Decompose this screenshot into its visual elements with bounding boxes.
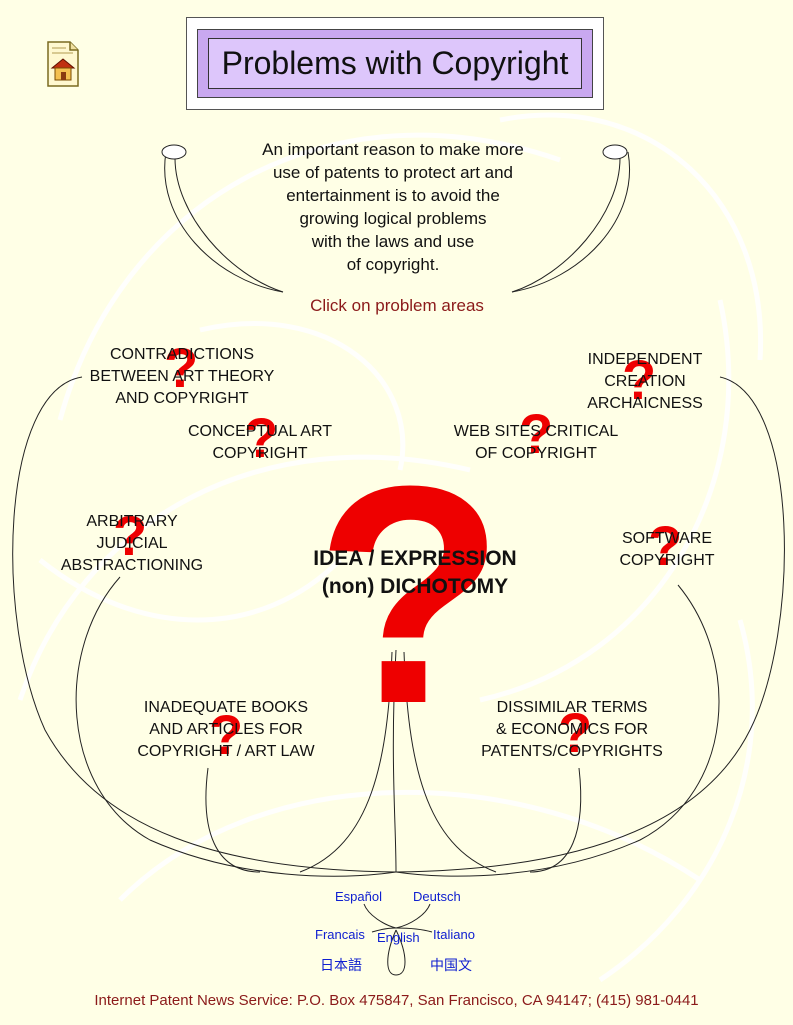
intro-line: use of patents to protect art and [236, 161, 550, 184]
topic-line: JUDICIAL [54, 533, 210, 555]
topic-line: COPYRIGHT [176, 443, 344, 465]
title-inner-border: Problems with Copyright [197, 29, 593, 98]
language-german-link[interactable]: Deutsch [413, 889, 461, 904]
topic-websites-link[interactable]: WEB SITES CRITICAL OF COPYRIGHT [448, 421, 624, 465]
topic-conceptual-link[interactable]: CONCEPTUAL ART COPYRIGHT [176, 421, 344, 465]
intro-line: entertainment is to avoid the [236, 184, 550, 207]
central-topic-link[interactable]: IDEA / EXPRESSION (non) DICHOTOMY [290, 545, 540, 601]
click-hint: Click on problem areas [286, 296, 508, 316]
topic-software-link[interactable]: SOFTWARE COPYRIGHT [612, 528, 722, 572]
central-topic-line2: (non) DICHOTOMY [290, 573, 540, 601]
intro-line: growing logical problems [236, 207, 550, 230]
topic-line: SOFTWARE [612, 528, 722, 550]
topic-line: COPYRIGHT [612, 550, 722, 572]
title-frame: Problems with Copyright [186, 17, 604, 110]
topic-line: CREATION [582, 371, 708, 393]
topic-line: OF COPYRIGHT [448, 443, 624, 465]
intro-text: An important reason to make more use of … [236, 138, 550, 276]
topic-contradictions-link[interactable]: CONTRADICTIONS BETWEEN ART THEORY AND CO… [82, 344, 282, 410]
home-document-icon[interactable] [46, 40, 80, 88]
topic-line: CONTRADICTIONS [82, 344, 282, 366]
topic-independent-link[interactable]: INDEPENDENT CREATION ARCHAICNESS [582, 349, 708, 415]
topic-line: PATENTS/COPYRIGHTS [472, 741, 672, 763]
topic-line: WEB SITES CRITICAL [448, 421, 624, 443]
language-spanish-link[interactable]: Español [335, 889, 382, 904]
intro-line: An important reason to make more [236, 138, 550, 161]
language-italian-link[interactable]: Italiano [433, 927, 475, 942]
topic-line: ARBITRARY [54, 511, 210, 533]
topic-line: INDEPENDENT [582, 349, 708, 371]
topic-line: AND COPYRIGHT [82, 388, 282, 410]
language-french-link[interactable]: Francais [315, 927, 365, 942]
intro-line: with the laws and use [236, 230, 550, 253]
footer-address: Internet Patent News Service: P.O. Box 4… [0, 992, 793, 1009]
topic-dissimilar-link[interactable]: DISSIMILAR TERMS & ECONOMICS FOR PATENTS… [472, 697, 672, 763]
topic-line: DISSIMILAR TERMS [472, 697, 672, 719]
topic-line: & ECONOMICS FOR [472, 719, 672, 741]
topic-line: COPYRIGHT / ART LAW [128, 741, 324, 763]
page-title: Problems with Copyright [222, 45, 569, 82]
topic-line: INADEQUATE BOOKS [128, 697, 324, 719]
title-box: Problems with Copyright [208, 38, 582, 89]
language-chinese-link[interactable]: 中国文 [430, 955, 472, 975]
central-topic-line1: IDEA / EXPRESSION [290, 545, 540, 573]
topic-line: ABSTRACTIONING [54, 555, 210, 577]
language-english-link[interactable]: English [377, 930, 420, 945]
language-japanese-link[interactable]: 日本語 [320, 955, 362, 975]
topic-line: BETWEEN ART THEORY [82, 366, 282, 388]
topic-line: AND ARTICLES FOR [128, 719, 324, 741]
topic-line: ARCHAICNESS [582, 393, 708, 415]
topic-line: CONCEPTUAL ART [176, 421, 344, 443]
topic-arbitrary-link[interactable]: ARBITRARY JUDICIAL ABSTRACTIONING [54, 511, 210, 577]
topic-inadequate-link[interactable]: INADEQUATE BOOKS AND ARTICLES FOR COPYRI… [128, 697, 324, 763]
intro-line: of copyright. [236, 253, 550, 276]
